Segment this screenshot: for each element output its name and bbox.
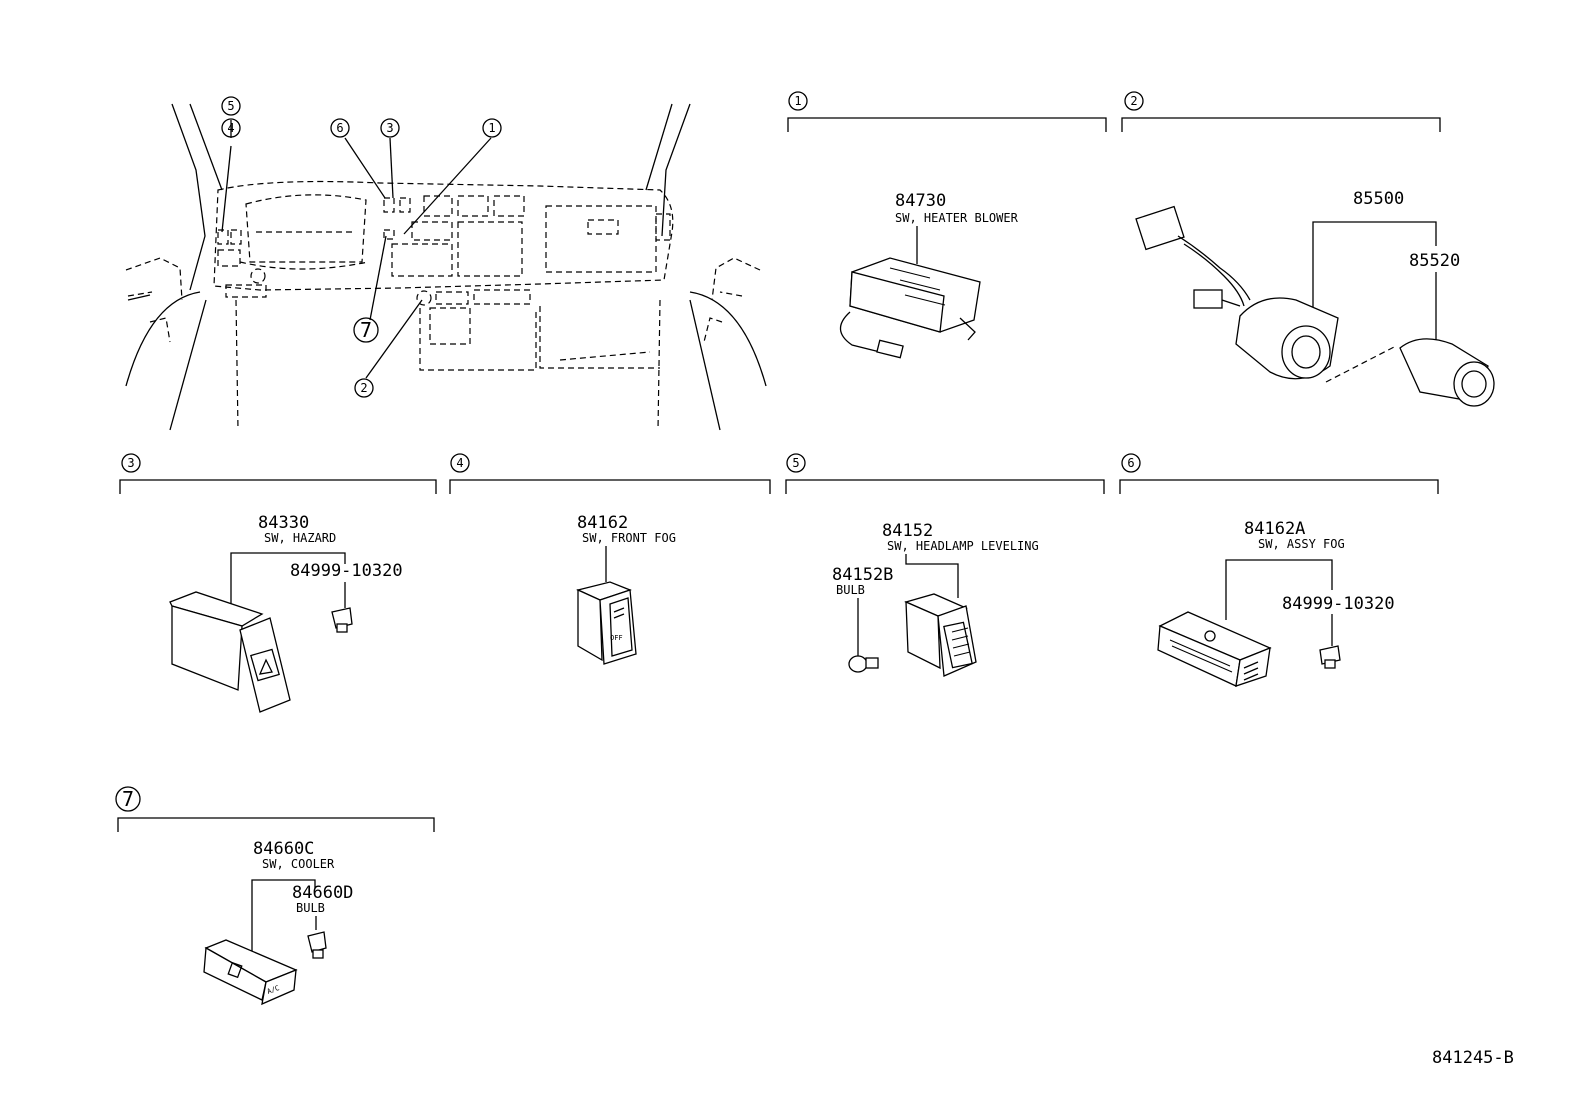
section-1: 1 84730 SW, HEATER BLOWER: [787, 91, 1107, 359]
svg-text:4: 4: [227, 121, 234, 135]
part-number-84730: 84730: [895, 191, 946, 211]
part-number-84162: 84162: [577, 513, 628, 533]
section-5-number: 5: [792, 456, 799, 470]
part-number-84660c: 84660C: [253, 839, 314, 859]
part-number-84999-10320-b: 84999-10320: [1282, 594, 1395, 614]
bulb-84999-10320-b: [1319, 645, 1341, 669]
callout-7: 7: [353, 317, 379, 343]
svg-text:2: 2: [360, 381, 367, 395]
cigarette-lighter-socket-part: [1135, 205, 1339, 380]
cigarette-lighter-plug-part: [1399, 338, 1495, 407]
bulb-84152b: [848, 655, 879, 673]
section-2-number: 2: [1130, 94, 1137, 108]
hazard-switch-part: [169, 591, 291, 713]
part-desc-bulb-5: BULB: [836, 583, 865, 597]
section-7-number: 7: [122, 787, 134, 811]
part-number-84162a: 84162A: [1244, 519, 1305, 539]
bulb-84660d: [307, 931, 327, 959]
part-number-84660d: 84660D: [292, 883, 353, 903]
part-desc-assy-fog: SW, ASSY FOG: [1258, 537, 1345, 551]
section-4-number: 4: [456, 456, 463, 470]
part-number-84330: 84330: [258, 513, 309, 533]
callout-4: 4: [221, 118, 241, 138]
callout-2: 2: [354, 378, 374, 398]
drawing-id: 841245-B: [1432, 1048, 1514, 1068]
heater-blower-switch-part: [839, 257, 981, 359]
part-number-84999-10320-a: 84999-10320: [290, 561, 403, 581]
section-1-number: 1: [794, 94, 801, 108]
cooler-switch-part: A/C: [203, 939, 298, 1006]
section-5: 5 84152 SW, HEADLAMP LEVELING 84152B BUL…: [785, 453, 1105, 677]
part-number-84152b: 84152B: [832, 565, 893, 585]
section-6-number: 6: [1127, 456, 1134, 470]
instrument-panel-overview: [125, 103, 767, 431]
section-3-number: 3: [127, 456, 134, 470]
part-number-84152: 84152: [882, 521, 933, 541]
callout-5: 5: [221, 96, 241, 116]
section-7: 7 84660C SW, COOLER 84660D BULB A/C: [115, 786, 435, 1006]
part-number-85520: 85520: [1409, 251, 1460, 271]
callout-3: 3: [380, 118, 400, 138]
part-number-85500: 85500: [1353, 189, 1404, 209]
part-desc-headlamp-leveling: SW, HEADLAMP LEVELING: [887, 539, 1039, 553]
headlamp-leveling-switch-part: [904, 593, 977, 677]
overview-callouts: 5 4 6 3 1 7 2: [221, 96, 502, 398]
part-desc-bulb-7: BULB: [296, 901, 325, 915]
assy-fog-switch-part: [1157, 611, 1272, 687]
svg-text:5: 5: [227, 99, 234, 113]
switch-face-ac-label: A/C: [266, 984, 281, 996]
front-fog-switch-part: OFF: [576, 581, 637, 665]
section-2: 2 85500 85520: [1121, 91, 1495, 407]
section-4: 4 84162 SW, FRONT FOG OFF: [449, 453, 771, 665]
svg-text:7: 7: [360, 318, 372, 342]
part-desc-heater-blower: SW, HEATER BLOWER: [895, 211, 1019, 225]
part-desc-front-fog: SW, FRONT FOG: [582, 531, 676, 545]
svg-text:6: 6: [336, 121, 343, 135]
part-desc-hazard: SW, HAZARD: [264, 531, 336, 545]
section-6: 6 84162A SW, ASSY FOG 84999-10320: [1119, 453, 1439, 687]
svg-text:1: 1: [488, 121, 495, 135]
switch-face-off-label: OFF: [610, 634, 623, 642]
part-desc-cooler: SW, COOLER: [262, 857, 335, 871]
callout-1: 1: [482, 118, 502, 138]
callout-6: 6: [330, 118, 350, 138]
section-3: 3 84330 SW, HAZARD 84999-10320: [119, 453, 437, 713]
svg-text:3: 3: [386, 121, 393, 135]
bulb-84999-10320-a: [331, 607, 353, 633]
